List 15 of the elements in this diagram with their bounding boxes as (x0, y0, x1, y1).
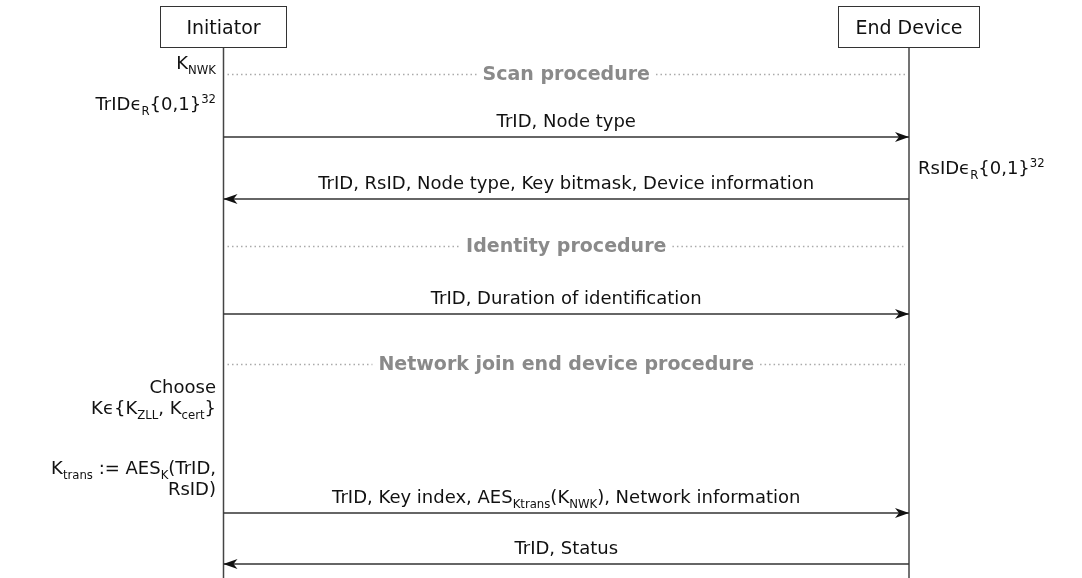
message-label: TrID, Node type (494, 110, 638, 131)
annotation-text: TrIDϵ$_{R}${0,1}$^{32}$ (94, 93, 216, 114)
annotation-text: K$_{NWK}$ (175, 52, 216, 73)
phase-label: Identity procedure (466, 235, 667, 256)
message-arrow (222, 309, 910, 319)
annotation-text: RsIDϵ$_{R}${0,1}$^{32}$ (918, 157, 1045, 178)
message-arrow (222, 559, 910, 569)
phase-label: Scan procedure (482, 63, 650, 84)
message-label: TrID, Duration of identification (428, 287, 704, 308)
phase-label: Network join end device procedure (378, 353, 755, 374)
annotation-text: K$_{trans}$ := AES$_{K}$(TrID, RsID) (50, 457, 216, 499)
message-arrow (222, 194, 910, 204)
message-arrow (222, 508, 910, 518)
annotation-text: Choose Kϵ{K$_{ZLL}$, K$_{cert}$} (90, 376, 216, 418)
message-arrow (222, 132, 910, 142)
